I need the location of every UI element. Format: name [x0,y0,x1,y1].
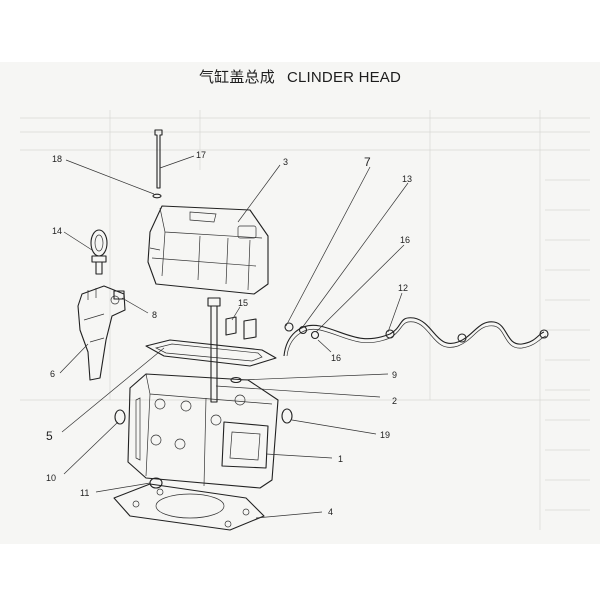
callout-11: 11 [80,488,89,498]
callout-9: 9 [392,370,397,380]
callout-12: 12 [398,283,408,293]
lifting-eye-bolt [90,229,108,275]
leader-lines [59,155,409,519]
callout-10: 10 [46,473,56,483]
cylinder-head-block [127,373,279,489]
callout-3: 3 [283,157,288,167]
callout-numbers: 1 2 3 4 5 6 7 8 9 10 11 12 13 14 15 16 1… [46,150,412,517]
parts-sheet [0,62,600,544]
dowel-plug [149,477,163,489]
callout-14: 14 [52,226,62,236]
title-english: CLINDER HEAD [286,69,402,86]
callout-4: 4 [328,507,333,517]
rocker-arm-bracket [77,285,126,381]
callout-6: 6 [50,369,55,379]
head-gasket [113,483,265,531]
title-chinese: 气缸盖总成 [198,69,275,86]
valve-stem-seals [225,316,257,340]
callout-7: 7 [364,155,371,169]
small-washer [152,193,162,199]
background-grid [20,110,590,530]
callout-18: 18 [52,154,62,164]
callout-2: 2 [392,396,397,406]
page-title: 气缸盖总成 CLINDER HEAD [0,66,600,87]
callout-1: 1 [338,454,343,464]
callout-17: 17 [196,150,206,160]
callout-16-upper: 16 [400,235,410,245]
callout-13: 13 [402,174,412,184]
callout-19: 19 [380,430,390,440]
side-plug-left [114,409,126,425]
push-rod [154,129,163,189]
callout-5: 5 [46,429,53,443]
callout-8: 8 [152,310,157,320]
valve-cover-gasket [145,339,277,367]
side-plug-right [281,408,293,424]
injector-line [283,317,549,357]
valve-cover [147,205,269,295]
callout-16-lower: 16 [331,353,341,363]
callout-15: 15 [238,298,248,308]
